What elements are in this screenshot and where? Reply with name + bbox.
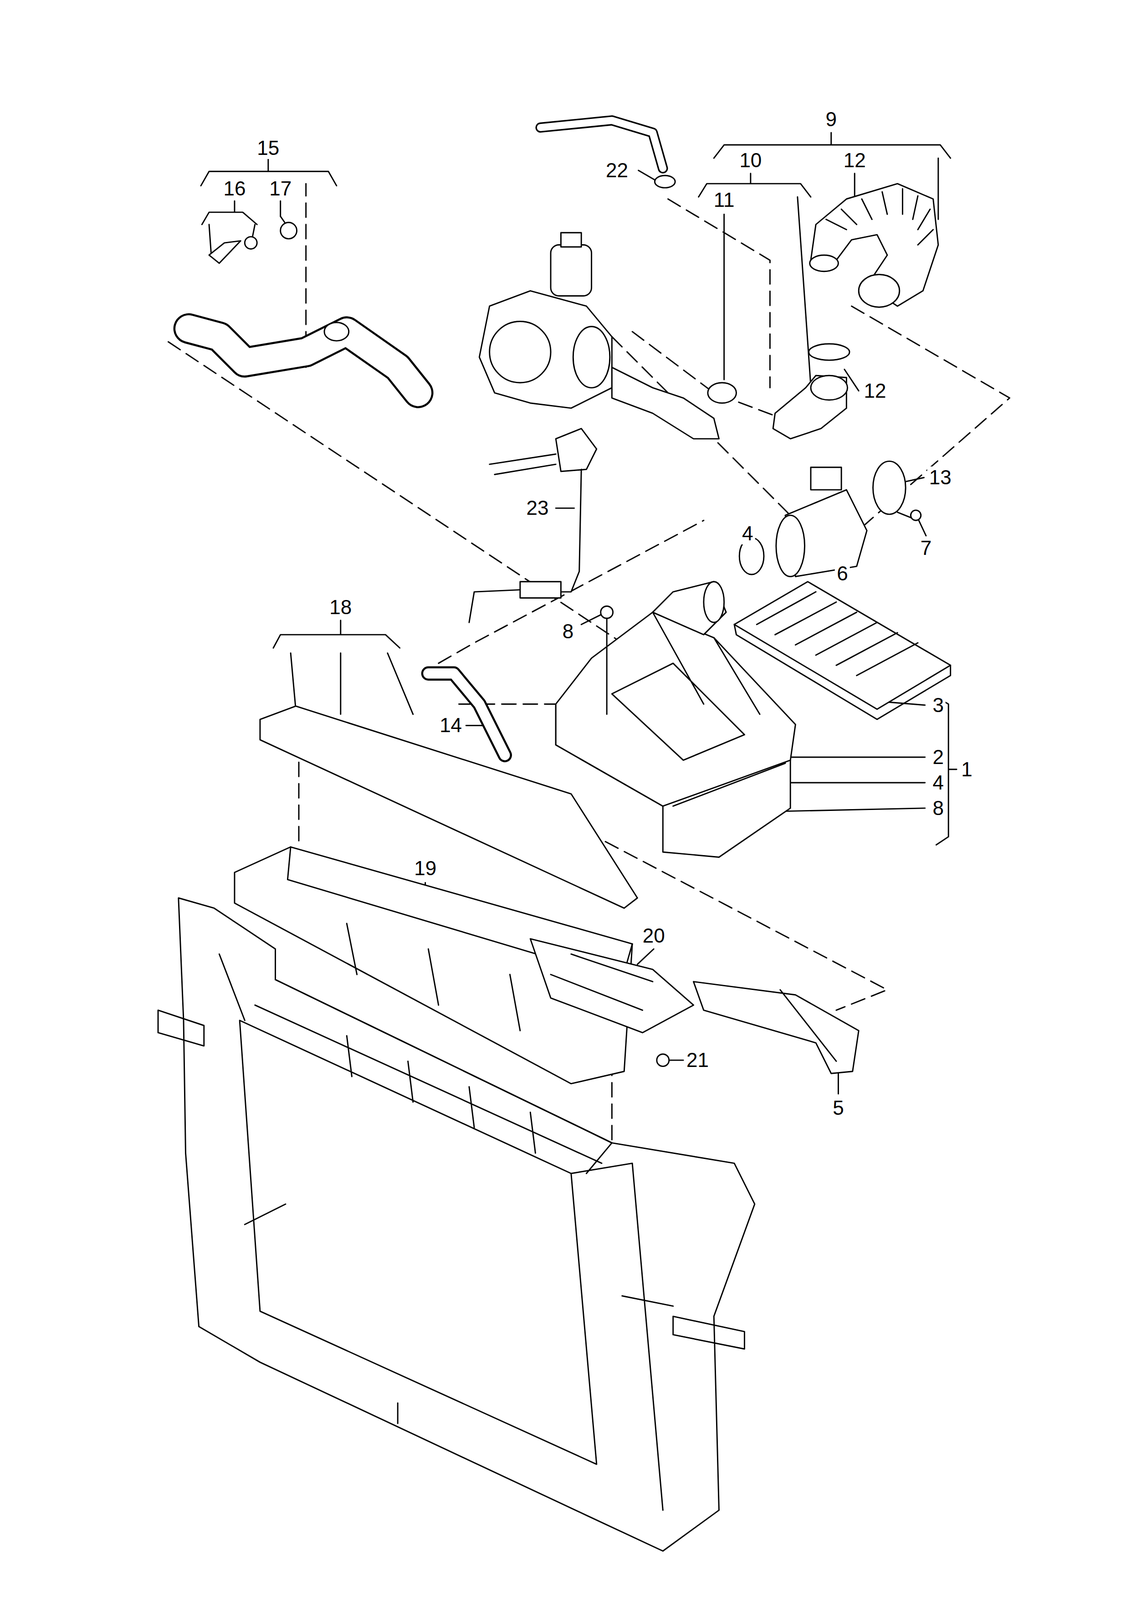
callout-number: 12 [841, 149, 868, 172]
callout-number: 9 [823, 108, 839, 131]
callout-number: 12 [862, 379, 889, 402]
callout-number: 20 [640, 924, 667, 947]
callout-number: 11 [711, 189, 737, 211]
callout-number: 13 [927, 466, 954, 489]
callout-number: 5 [830, 1096, 846, 1119]
callout-number: 10 [737, 149, 764, 172]
callout-number: 14 [437, 714, 464, 737]
callout-number: 19 [412, 857, 439, 880]
callout-number: 23 [524, 496, 551, 519]
callout-number: 6 [834, 562, 850, 585]
callout-number: 2 [931, 746, 946, 768]
callout-number: 3 [931, 694, 946, 717]
callout-number: 8 [560, 620, 576, 643]
callout-number: 1 [959, 758, 974, 781]
callout-number: 8 [931, 797, 946, 819]
callout-number: 7 [918, 537, 934, 559]
callout-number: 15 [255, 137, 282, 159]
callout-number: 16 [221, 177, 248, 200]
callout-number: 4 [740, 522, 755, 545]
callout-number: 21 [684, 1049, 711, 1071]
callout-number: 22 [603, 159, 630, 182]
callout-number: 17 [267, 177, 294, 200]
callout-number: 18 [327, 596, 354, 619]
callout-number: 4 [931, 771, 946, 794]
